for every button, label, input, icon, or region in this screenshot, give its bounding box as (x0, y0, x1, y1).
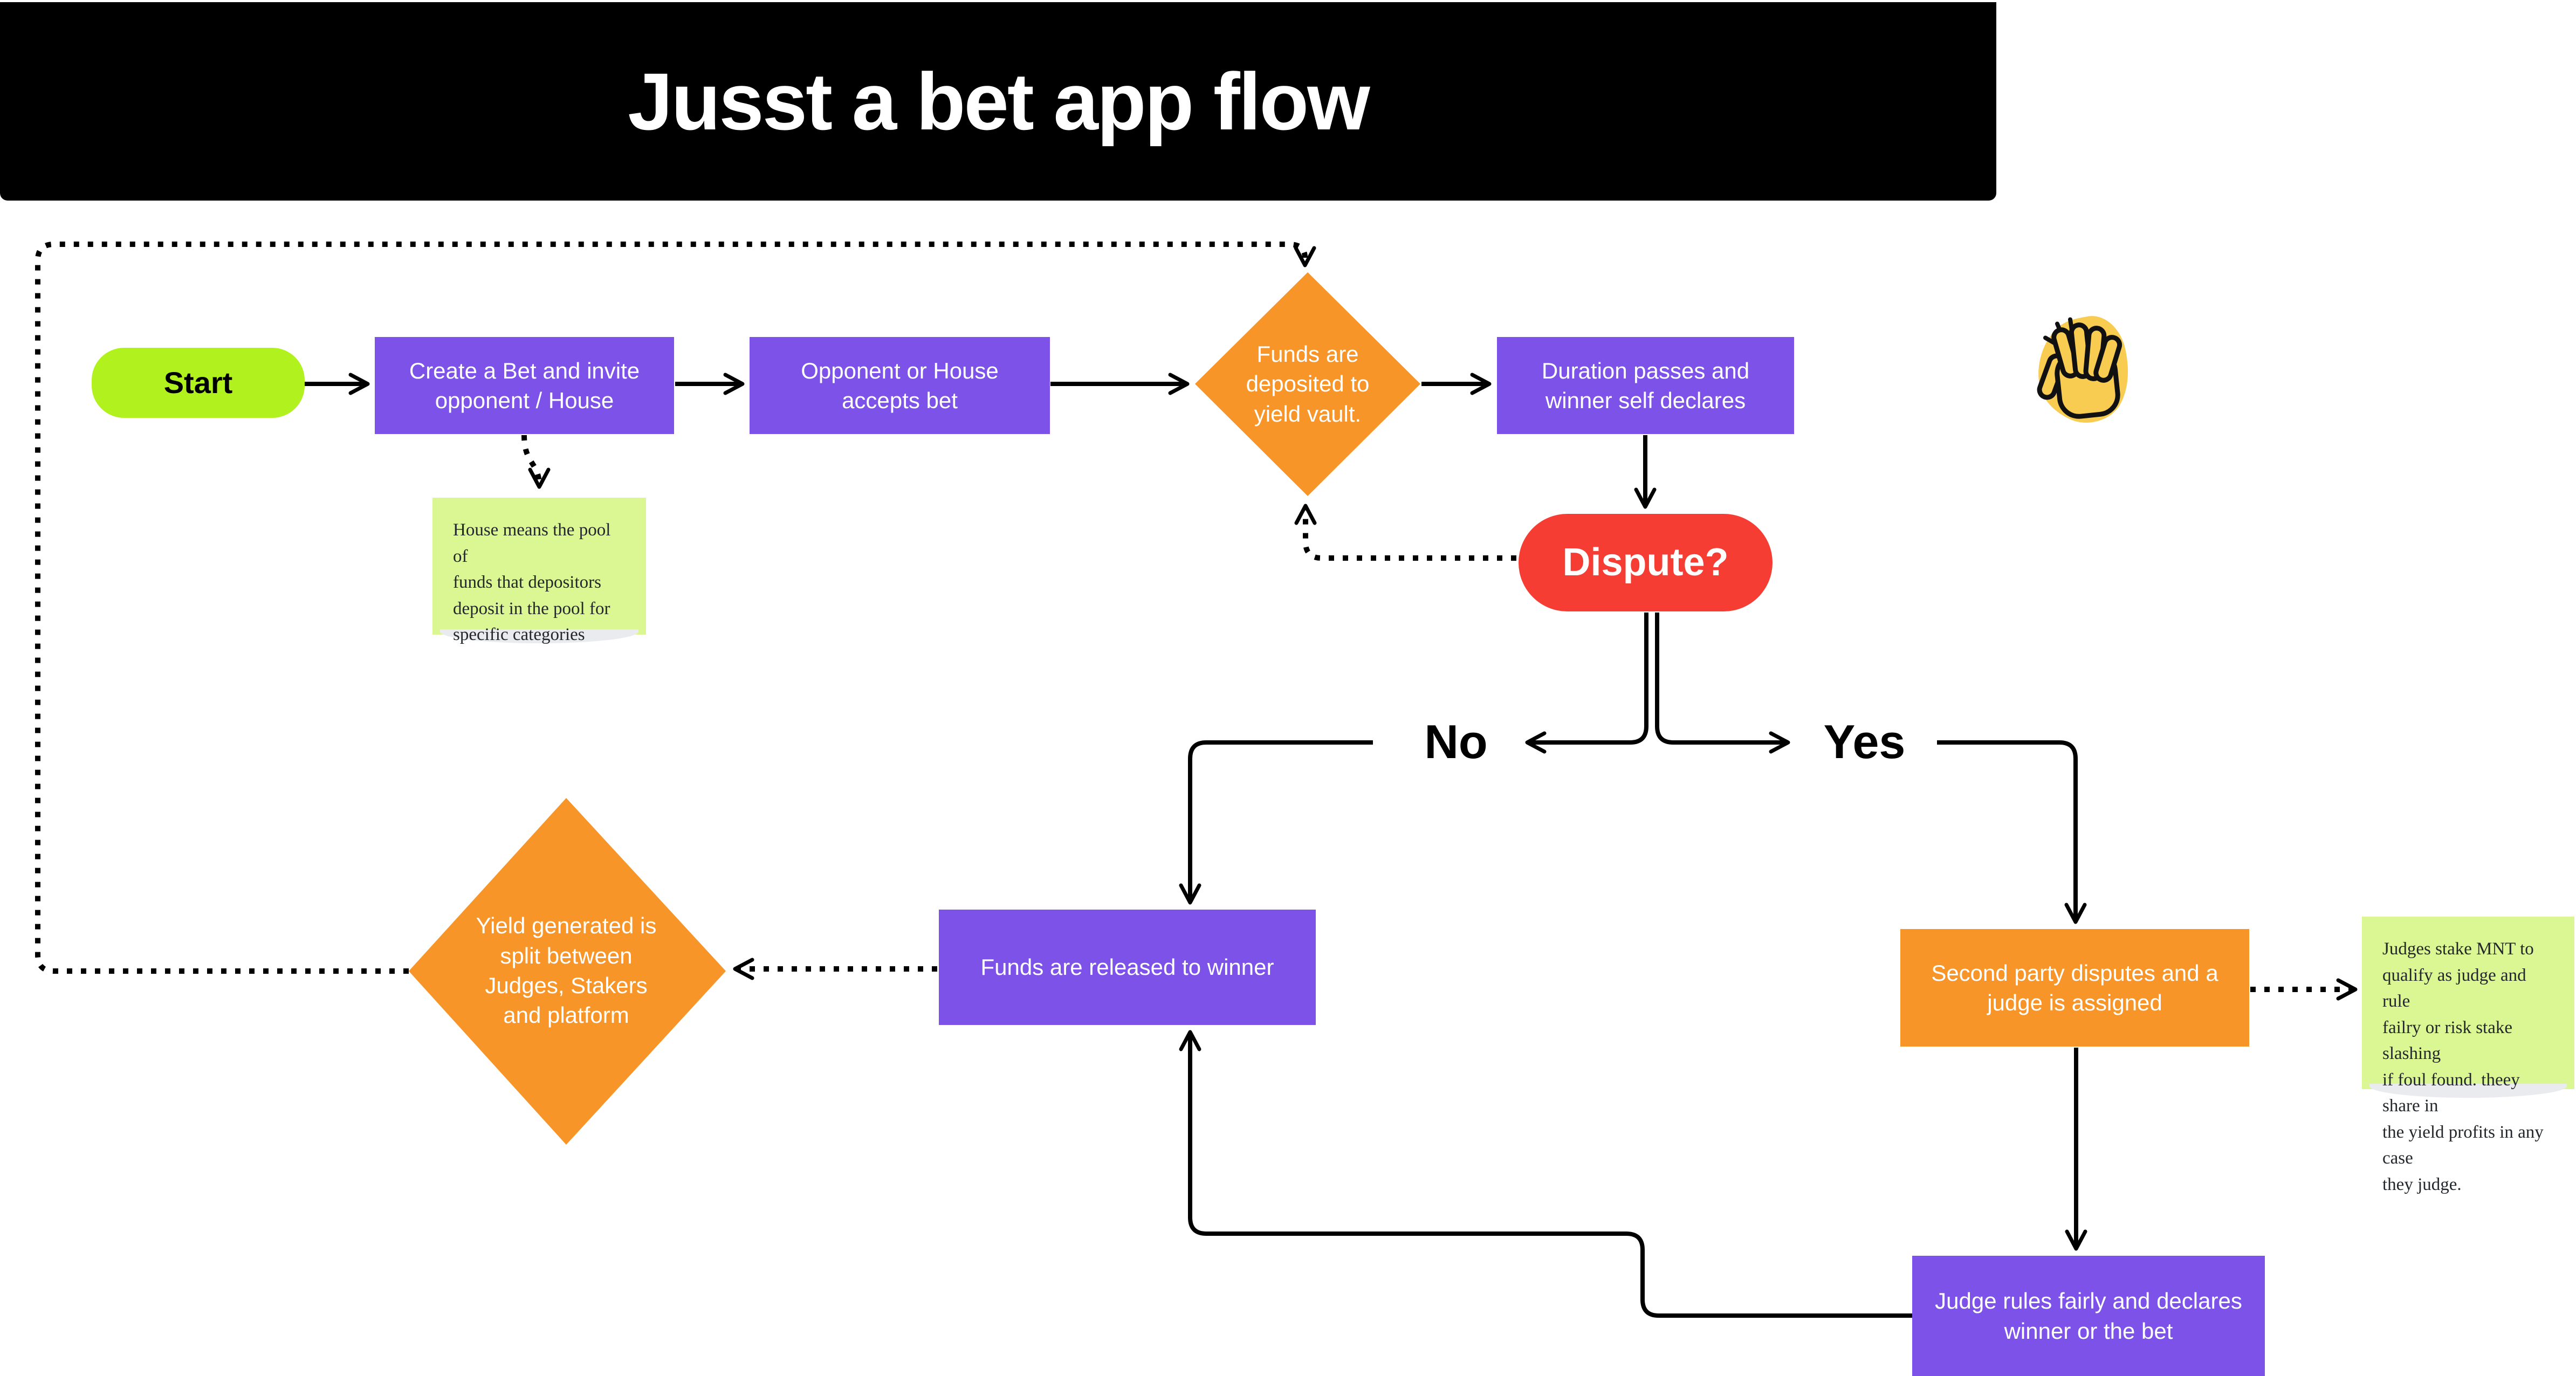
branch-label-yes: Yes (1823, 715, 1906, 768)
node-judge-rules-label: Judge rules fairly and declares winner o… (1935, 1288, 2242, 1344)
sticky-note-house[interactable]: House means the pool of funds that depos… (432, 498, 646, 644)
sticky-note-judges-text: Judges stake MNT to qualify as judge and… (2382, 939, 2544, 1194)
node-second-party-label: Second party disputes and a judge is ass… (1931, 960, 2218, 1015)
page-title: Jusst a bet app flow (628, 56, 1370, 147)
node-start-label: Start (163, 366, 233, 400)
sticky-note-judges[interactable]: Judges stake MNT to qualify as judge and… (2362, 917, 2574, 1194)
connector-dispute-to-no (1525, 613, 1648, 754)
node-start[interactable]: Start (92, 348, 305, 418)
deposit-vault-diamond-shape[interactable] (1195, 272, 1420, 496)
node-duration-passes[interactable]: Duration passes and winner self declares (1497, 337, 1794, 434)
node-dispute-label: Dispute? (1562, 540, 1729, 584)
connector-yes-to-second-party (1937, 740, 2087, 924)
connector-dispute-to-deposit-loop (1294, 504, 1516, 561)
node-dispute[interactable]: Dispute? (1519, 514, 1773, 611)
clapping-hand-icon[interactable] (2030, 312, 2138, 428)
node-funds-released[interactable]: Funds are released to winner (939, 910, 1316, 1025)
yield-split-diamond-shape[interactable] (409, 798, 726, 1145)
node-yield-split-label: Yield generated is split between Judges,… (476, 913, 657, 1028)
sticky-note-house-text: House means the pool of funds that depos… (453, 520, 611, 644)
node-second-party[interactable]: Second party disputes and a judge is ass… (1900, 929, 2249, 1047)
node-judge-rules[interactable]: Judge rules fairly and declares winner o… (1912, 1256, 2265, 1376)
title-bar: Jusst a bet app flow (0, 2, 1996, 201)
node-duration-passes-label: Duration passes and winner self declares (1541, 357, 1750, 413)
connector-yield-loop-to-deposit (35, 242, 1316, 974)
node-create-bet-label: Create a Bet and invite opponent / House (409, 357, 640, 413)
node-deposit-vault-label: Funds are deposited to yield vault. (1246, 341, 1370, 426)
node-accept-bet-label: Opponent or House accepts bet (801, 357, 999, 413)
node-create-bet[interactable]: Create a Bet and invite opponent / House (375, 337, 674, 434)
connector-create-to-house-note (521, 435, 551, 489)
node-deposit-vault[interactable]: Funds are deposited to yield vault. (1221, 302, 1394, 466)
branch-label-no: No (1424, 715, 1488, 768)
node-yield-split[interactable]: Yield generated is split between Judges,… (453, 892, 679, 1049)
node-accept-bet[interactable]: Opponent or House accepts bet (750, 337, 1050, 434)
connector-dispute-to-yes (1655, 613, 1790, 754)
connector-judge-to-funds-released (1179, 1030, 1912, 1318)
node-funds-released-label: Funds are released to winner (980, 954, 1274, 980)
connector-no-to-funds-released (1179, 740, 1373, 905)
